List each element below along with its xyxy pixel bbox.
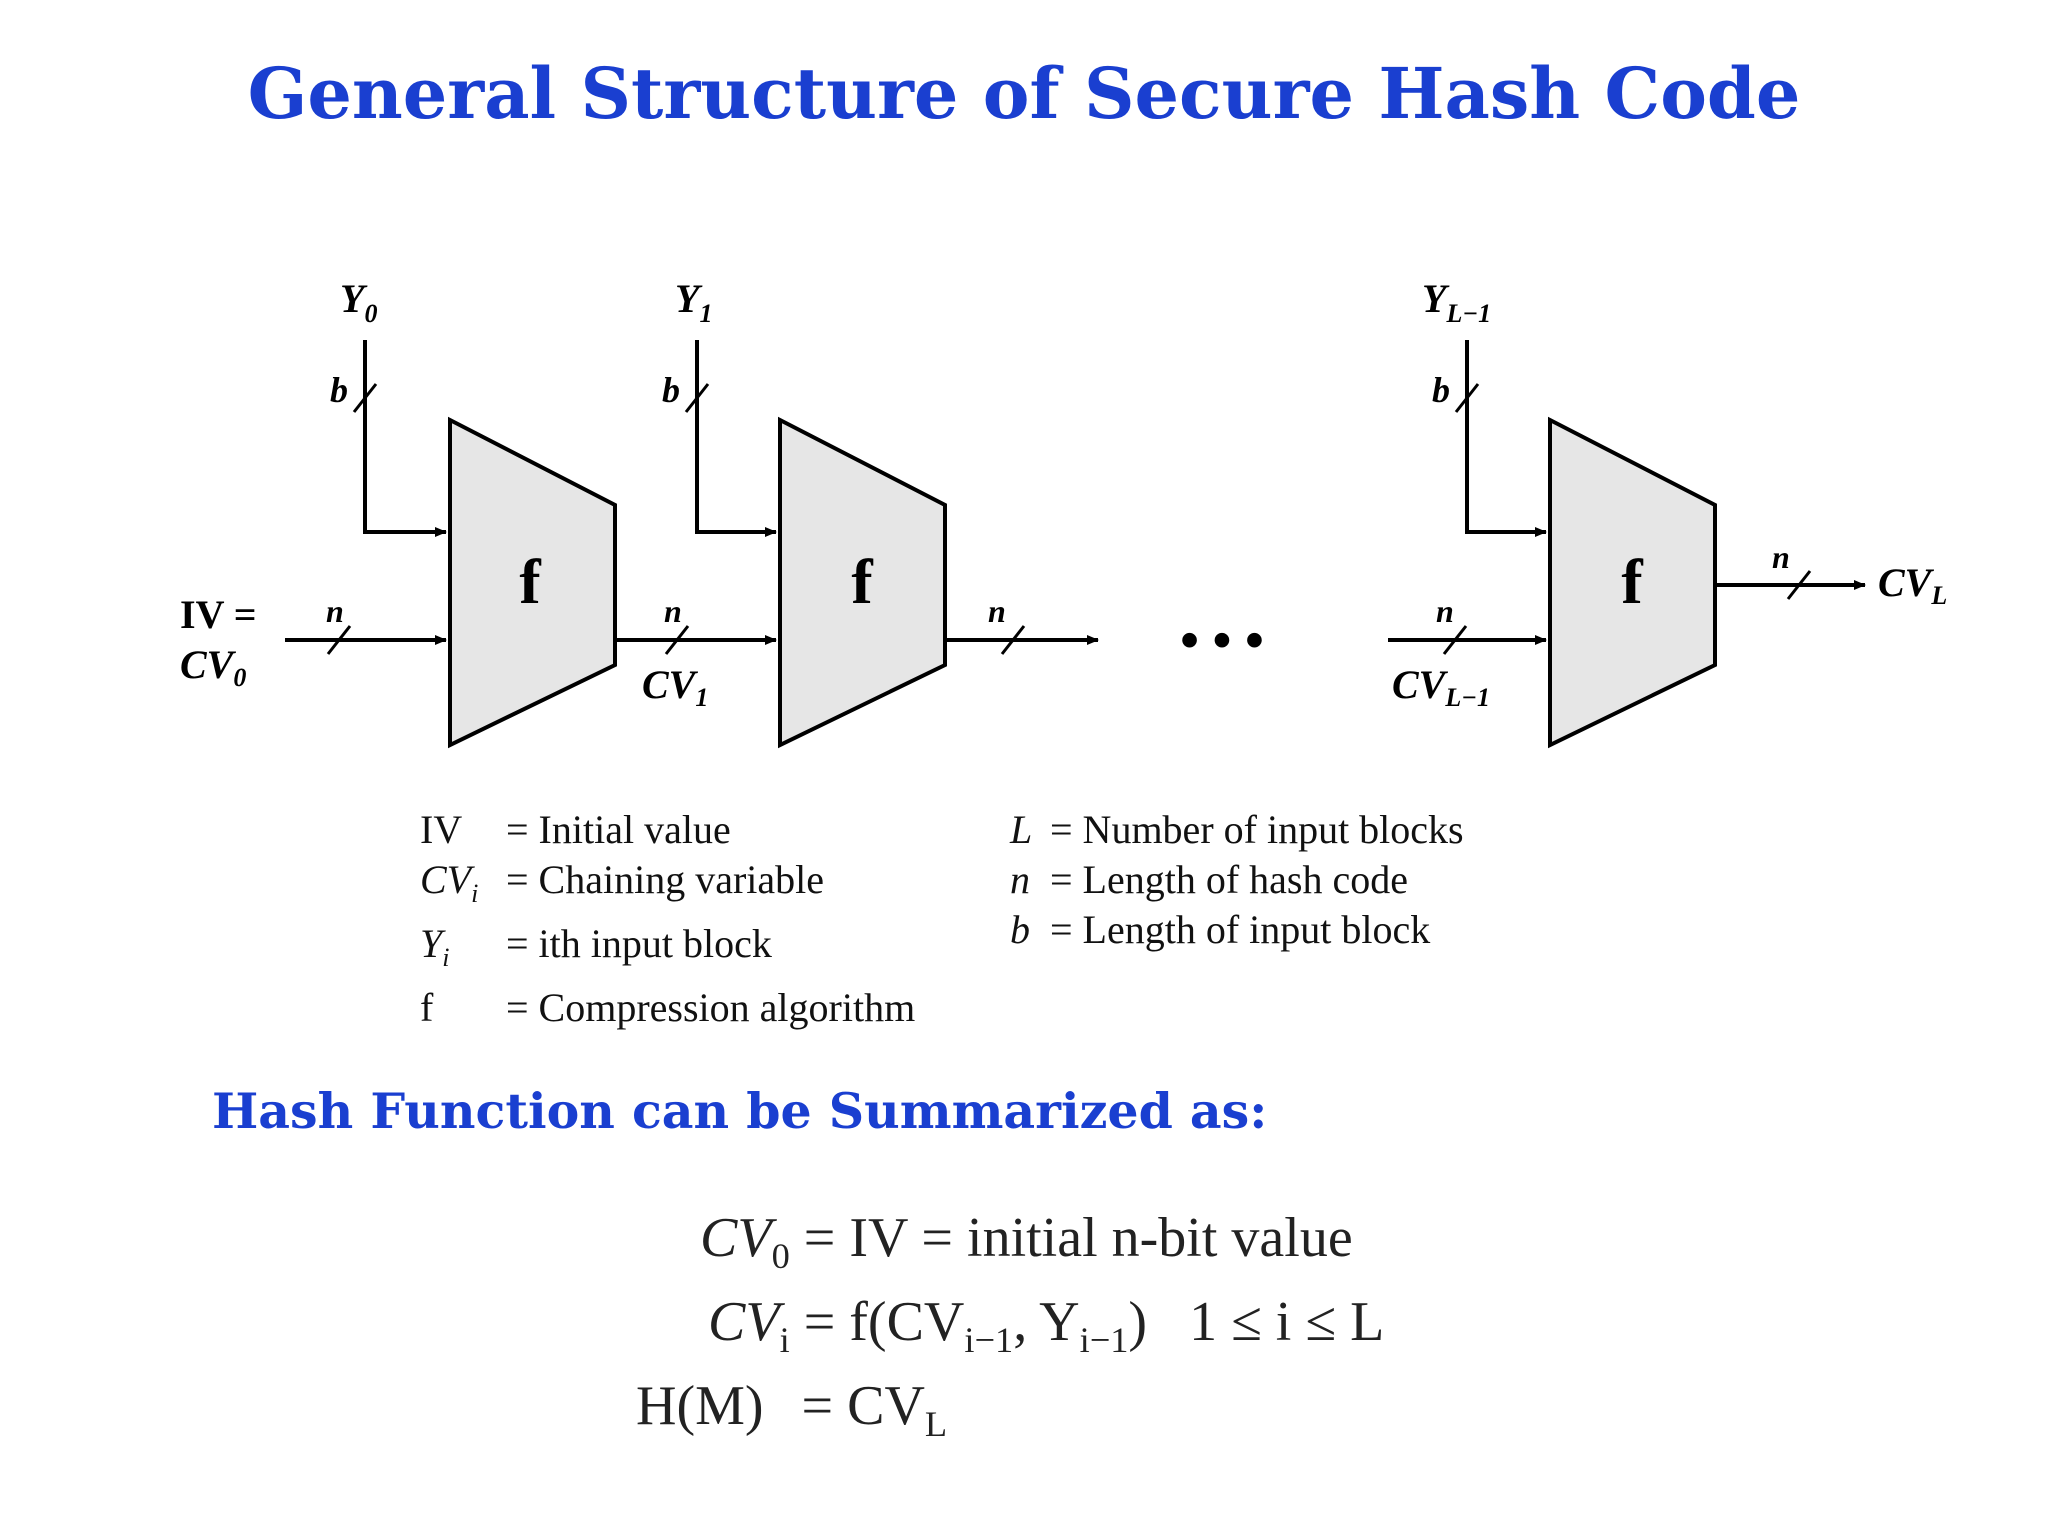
legend-row-b: b = Length of input block <box>1010 905 1464 955</box>
legend-def: = ith input block <box>506 921 772 966</box>
legend-def: = Chaining variable <box>506 857 825 902</box>
cvl1-label: CVL−1 <box>1392 662 1490 712</box>
block-2-label: f <box>851 546 873 617</box>
legend-key: IV <box>420 807 463 852</box>
legend-row-cv: CVi = Chaining variable <box>420 855 915 919</box>
equation-2: CVi = f(CVi−1, Yi−1) 1 ≤ i ≤ L <box>708 1291 1385 1361</box>
input-y0-label: Y0 <box>340 276 377 328</box>
input-yl1-label: YL−1 <box>1422 276 1491 328</box>
equation-1: CV0 = IV = initial n-bit value <box>700 1207 1353 1277</box>
legend-def: = Initial value <box>506 807 731 852</box>
output-cvl-label: CVL <box>1878 560 1947 610</box>
equation-3: H(M) = CVL <box>636 1375 948 1445</box>
legend-row-iv: IV = Initial value <box>420 805 915 855</box>
legend-row-f: f = Compression algorithm <box>420 983 915 1033</box>
cv1-line <box>615 625 777 655</box>
cvl1-line <box>1388 625 1547 655</box>
n-label-5: n <box>1772 539 1790 575</box>
legend-row-n: n = Length of hash code <box>1010 855 1464 905</box>
legend-def: = Number of input blocks <box>1050 807 1464 852</box>
b-label-2: b <box>662 370 680 410</box>
b-label-3: b <box>1432 370 1450 410</box>
b-label-1: b <box>330 370 348 410</box>
iv-label: IV = <box>180 592 257 637</box>
legend-key: f <box>420 985 434 1030</box>
legend-key: n <box>1010 857 1030 902</box>
input-y1-label: Y1 <box>675 276 712 328</box>
cv1-label: CV1 <box>642 662 708 712</box>
legend-def: = Compression algorithm <box>506 985 916 1030</box>
compression-block-1: f <box>448 416 617 749</box>
input-y1-line <box>684 340 777 537</box>
cv0-label: CV0 <box>180 642 246 692</box>
legend-row-l: L = Number of input blocks <box>1010 805 1464 855</box>
ellipsis: • • • <box>1180 610 1264 670</box>
page-title: General Structure of Secure Hash Code <box>247 52 1801 135</box>
legend-row-y: Yi = ith input block <box>420 919 915 983</box>
n-label-2: n <box>664 593 682 629</box>
compression-block-3: f <box>1548 416 1717 749</box>
cv2-line <box>945 625 1099 655</box>
block-3-label: f <box>1621 546 1643 617</box>
legend-key: L <box>1010 807 1033 852</box>
block-1-label: f <box>519 546 541 617</box>
input-y0-line <box>352 340 447 537</box>
n-label-4: n <box>1436 593 1454 629</box>
output-line <box>1715 570 1866 600</box>
legend-def: = Length of input block <box>1050 907 1431 952</box>
n-label-3: n <box>988 593 1006 629</box>
legend-key: CVi <box>420 857 479 908</box>
legend-left: IV = Initial value CVi = Chaining variable… <box>420 805 915 1033</box>
legend-key: Yi <box>420 921 450 972</box>
input-yl1-line <box>1454 340 1547 537</box>
legend-def: = Length of hash code <box>1050 857 1409 902</box>
compression-block-2: f <box>778 416 947 749</box>
n-label-1: n <box>326 593 344 629</box>
legend-key: b <box>1010 907 1030 952</box>
iv-line <box>285 625 447 655</box>
summary-heading: Hash Function can be Summarized as: <box>212 1082 1268 1140</box>
legend-right: L = Number of input blocks n = Length of h… <box>1010 805 1464 955</box>
